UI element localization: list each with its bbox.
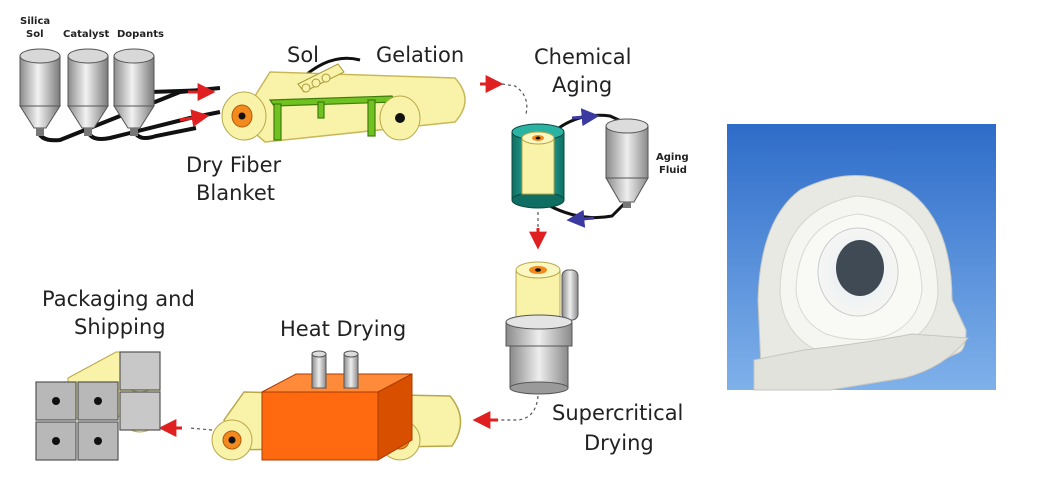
flow-connector <box>189 427 213 431</box>
catalyst-label: Catalyst <box>63 29 110 40</box>
packaging-label-1: Packaging and <box>42 287 195 311</box>
feed-silos: Silica Sol Catalyst Dopants <box>19 16 221 143</box>
supercritical-label-1: Supercritical <box>552 401 683 425</box>
catalyst-silo <box>67 48 109 136</box>
packaging-station: Packaging and Shipping <box>35 287 195 461</box>
dryer-lid <box>561 269 579 321</box>
chemical-aging-label-2: Aging <box>552 73 612 97</box>
exhaust-stacks <box>311 350 359 389</box>
dryer-vessel <box>505 314 573 395</box>
heat-drying-label: Heat Drying <box>280 317 406 341</box>
dry-fiber-label-2: Blanket <box>196 181 275 205</box>
chemical-aging-label-1: Chemical <box>534 45 631 69</box>
inlet-roll <box>211 419 253 461</box>
silica-sol-label-2: Sol <box>26 29 44 40</box>
sol-label: Sol <box>287 43 319 67</box>
flow-connector <box>501 83 528 115</box>
flow-arrow <box>179 109 210 128</box>
roll-sheet <box>753 333 969 391</box>
crate-holes <box>52 397 102 445</box>
take-up-roll <box>379 95 421 141</box>
circulation-arrow <box>571 108 600 127</box>
circulation-arrow <box>566 209 595 228</box>
oven-box <box>261 373 413 461</box>
dry-fiber-label-1: Dry Fiber <box>186 153 282 177</box>
aging-vessel <box>511 123 565 209</box>
silica-sol-silo <box>19 48 61 136</box>
aging-fluid-silo <box>605 118 649 208</box>
flow-connector <box>496 395 539 421</box>
aging-fluid-label-2: Fluid <box>659 165 687 176</box>
dopants-label: Dopants <box>117 29 164 40</box>
aging-fluid-label-1: Aging <box>656 152 689 163</box>
silica-sol-label-1: Silica <box>20 16 50 27</box>
gelation-conveyor: Sol Gelation Dry Fiber Blanket <box>186 43 528 205</box>
roll-hole <box>836 240 884 296</box>
aerogel-roll-photo <box>727 124 996 391</box>
gelation-label: Gelation <box>376 43 464 67</box>
packaging-label-2: Shipping <box>74 315 166 339</box>
dopants-silo <box>113 48 155 136</box>
crate-grid <box>35 351 161 461</box>
chemical-aging-station: Chemical Aging Aging Fluid <box>511 45 689 250</box>
dry-fiber-roll <box>221 91 267 141</box>
supercritical-dryer: Supercritical Drying <box>472 261 683 455</box>
sol-nozzle <box>297 63 345 93</box>
heat-drying-oven: Heat Drying <box>158 317 462 461</box>
supercritical-label-2: Drying <box>584 431 654 455</box>
